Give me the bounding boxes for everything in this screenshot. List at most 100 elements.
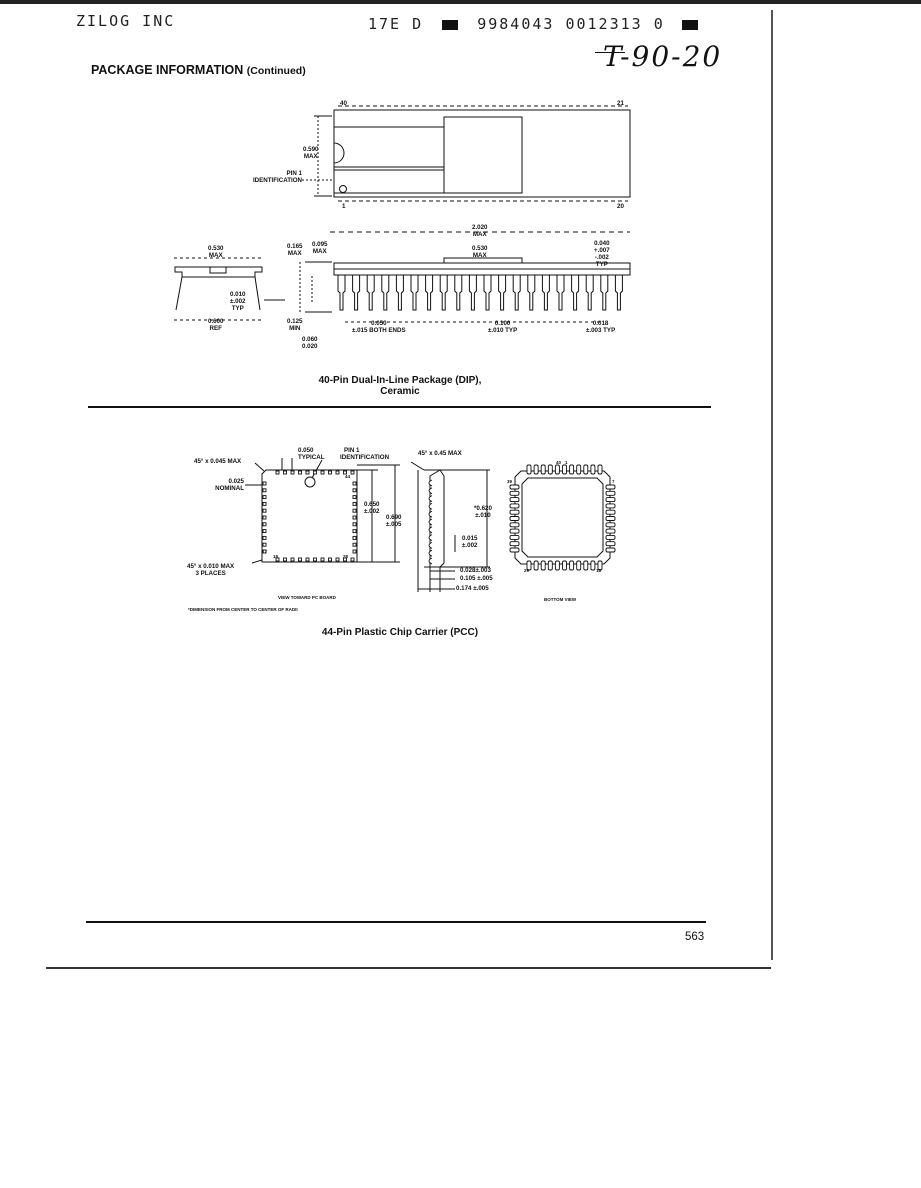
redaction-block [681,19,698,30]
dip-lead [381,274,390,311]
pcc-bottom-lead [509,541,520,547]
pcc-top-pin-mark [262,488,267,493]
pcc-top-pin-mark [352,529,357,534]
pcc-top-pin-mark [320,557,325,562]
dip-lead [337,274,346,311]
pcc-side-lead [428,495,433,503]
handwritten-code: T-90-20 [603,40,723,73]
pcc-top-pin-mark [352,522,357,527]
dip-end-spacing-label: 0.050 ±.015 BOTH ENDS [352,320,406,334]
pcc-top-pin-mark [283,557,287,562]
dip-base-label: 0.060 0.020 [302,336,318,350]
pcc-top-pin-mark [275,557,280,562]
code-b: 9984043 0012313 0 [477,15,665,33]
pcc-side-lead [428,510,433,518]
pcc-bottom-lead [509,484,520,490]
pcc-dim-2: 0.105 ±.005 [460,575,493,582]
pcc-top-pin-mark [328,470,332,475]
pcc-top-pin-mark [262,522,267,527]
pcc-top-pin-mark [335,557,340,562]
dip-lead [454,274,463,311]
pcc-side-lead [428,502,433,510]
pcc-top-pin-mark [352,495,357,500]
dip-side-leads [337,274,623,311]
pcc-bottom-lead [540,560,546,571]
pcc-pin-marks [262,464,616,571]
dip-pin-40: 40 [340,100,347,107]
pcc-top-pin-mark [352,481,357,486]
pcc-side-lead [428,557,433,565]
handwritten-underline [595,52,625,53]
pcc-corner-label: 45° x 0.010 MAX 3 PLACES [187,563,235,577]
pcc-bottom-lead [605,509,616,515]
redaction-block [442,19,459,30]
dip-lead [541,274,550,311]
company-name: ZILOG INC [76,12,176,30]
pcc-top-pin-mark [352,549,357,554]
pcc-top-pin-mark [290,470,295,475]
pcc-bottom-lead [576,464,582,475]
dip-lead [352,274,361,311]
pcc-side-lead [428,534,433,542]
pcc-top-pin-mark [350,557,355,562]
dip-pin-20: 20 [617,203,624,210]
dip-drawing [174,105,631,323]
pcc-bottom-lead [583,560,589,571]
pcc-pin-40: 40 [556,460,562,465]
dip-width-label: 0.590 MAX [303,146,319,160]
pcc-side-lead [428,549,433,557]
dip-lead-thickness-label: 0.010 ±.002 TYP [230,291,246,312]
pcc-caption: 44-Pin Plastic Chip Carrier (PCC) [321,627,479,638]
pcc-bottom-lead [509,534,520,540]
pcc-top-pin-mark [262,542,267,547]
pcc-top-pin-mark [305,470,310,475]
pcc-pin-7: 7 [612,479,615,484]
pcc-bottom-lead [605,516,616,521]
dip-lead [512,274,521,311]
pcc-bottom-lead [597,464,603,475]
pcc-nominal-label: 0.025 NOMINAL [215,478,244,492]
dip-side-width-label: 0.530 MAX [472,245,488,259]
dip-lead [527,274,536,311]
pcc-lead-offset-label: 0.015 ±.002 [462,535,478,549]
pcc-side-lead [428,487,433,495]
pcc-side-lead [428,518,433,526]
pcc-top-pin-mark [275,470,280,475]
dip-caption: 40-Pin Dual-In-Line Package (DIP), Ceram… [318,375,482,397]
pcc-top-pin-mark [328,557,332,562]
pcc-top-pin-mark [298,470,302,475]
dip-lead-width-label: 0.040 +.007 -.002 TYP [594,240,610,268]
pcc-bottom-lead [590,464,596,475]
pcc-bottom-lead [562,464,567,475]
pcc-top-pin-mark [262,515,267,520]
dip-lead [498,274,507,311]
page-number: 563 [685,931,705,943]
catalog-code: 17E D 9984043 0012313 0 [368,15,698,33]
pcc-bottom-lead [576,560,582,571]
pcc-body-dim-label: 0.650 ±.002 [364,501,380,515]
pcc-top-pin-17: 17 [262,549,268,554]
pcc-top-pin-18: 18 [273,554,279,559]
pcc-top-pin-mark [262,549,267,554]
pcc-top-pin-mark [262,529,267,534]
pcc-pin-29: 29 [524,568,530,573]
pcc-bottom-lead [509,497,520,503]
pcc-bottom-lead [547,560,553,571]
dip-lead [395,274,404,311]
pcc-bottom-lead [547,464,553,475]
section-divider [88,406,711,408]
pcc-bottom-lead [605,503,616,509]
dip-lead-dia-label: 0.018 ±.003 TYP [586,320,616,334]
pcc-bottom-lead [605,541,616,547]
pcc-side-lead [428,526,433,534]
pcc-top-pin-mark [262,481,267,486]
pcc-bottom-lead [509,509,520,515]
pcc-top-pin-mark [290,557,295,562]
dip-length-label: 2.020 MAX [472,224,488,238]
dip-height1-label: 0.165 MAX [287,243,303,257]
dip-lead [483,274,492,311]
pcc-top-pin-mark [283,470,287,475]
dip-lead [366,274,375,311]
pcc-bottom-lead [509,547,520,553]
dip-row-spacing-label: 0.600 REF [208,318,224,332]
